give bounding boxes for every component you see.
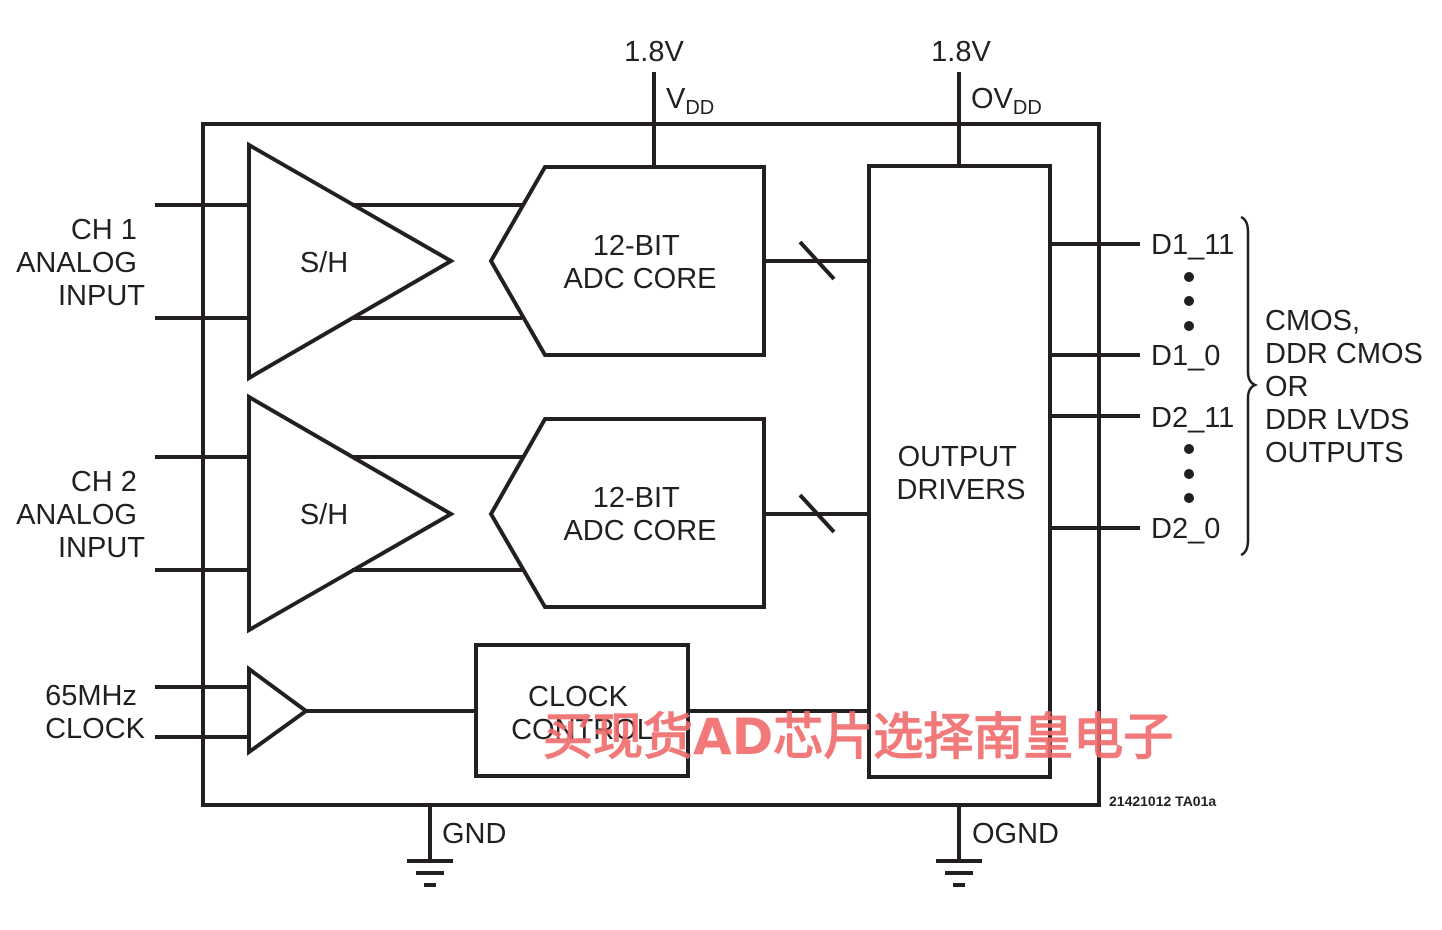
adc1-label-line: ADC CORE bbox=[563, 263, 716, 295]
ch1-label-line: ANALOG bbox=[16, 247, 137, 279]
ch2-label: CH 2 ANALOG INPUT bbox=[16, 466, 145, 564]
adc1-label-line: 12-BIT bbox=[593, 230, 680, 262]
vdd-label-main: V bbox=[666, 83, 686, 115]
outputs-description-line: CMOS, bbox=[1265, 305, 1360, 337]
adc1-core bbox=[488, 165, 766, 357]
sh2-label: S/H bbox=[300, 499, 348, 531]
ovdd-label-main: OV bbox=[971, 83, 1014, 115]
figure-code: 21421012 TA01a bbox=[1109, 793, 1216, 809]
chip-outline bbox=[201, 122, 1101, 807]
d2-continuation-dot bbox=[1184, 493, 1194, 503]
ovdd-label-sub: DD bbox=[1013, 97, 1042, 119]
d1-0-label: D1_0 bbox=[1151, 340, 1220, 372]
output-drivers-block bbox=[867, 164, 1052, 779]
adc1-bus-slash bbox=[798, 240, 836, 281]
ognd-label: OGND bbox=[972, 818, 1059, 850]
ch2-label-line: INPUT bbox=[58, 532, 145, 564]
clock-control-label-line: CONTROL bbox=[511, 714, 653, 746]
d1-continuation-dot bbox=[1184, 321, 1194, 331]
ch2-label-line: CH 2 bbox=[71, 466, 137, 498]
d1-continuation-dot bbox=[1184, 272, 1194, 282]
output-drivers-label: OUTPUT DRIVERS bbox=[897, 441, 1026, 506]
outputs-description: CMOS, DDR CMOS OR DDR LVDS OUTPUTS bbox=[1265, 305, 1431, 469]
ovdd-voltage: 1.8V bbox=[931, 36, 991, 68]
adc1-label: 12-BIT ADC CORE bbox=[563, 230, 716, 295]
clock-control-label-line: CLOCK bbox=[528, 681, 629, 713]
vdd-label-sub: DD bbox=[685, 97, 714, 119]
vdd-label: VDD bbox=[666, 83, 714, 119]
output-drivers-label-line: OUTPUT bbox=[898, 441, 1018, 473]
outputs-description-line: OR bbox=[1265, 371, 1309, 403]
outputs-brace bbox=[1240, 215, 1259, 557]
outputs-description-line: OUTPUTS bbox=[1265, 437, 1404, 469]
adc2-label-line: 12-BIT bbox=[593, 482, 680, 514]
clock-buffer bbox=[247, 665, 310, 756]
d2-continuation-dot bbox=[1184, 444, 1194, 454]
gnd-label: GND bbox=[442, 818, 506, 850]
ovdd-label: OVDD bbox=[971, 83, 1042, 119]
adc2-label-line: ADC CORE bbox=[563, 515, 716, 547]
d2-11-label: D2_11 bbox=[1151, 402, 1234, 434]
adc2-label: 12-BIT ADC CORE bbox=[563, 482, 716, 547]
outputs-description-line: DDR LVDS bbox=[1265, 404, 1410, 436]
ch2-label-line: ANALOG bbox=[16, 499, 137, 531]
ch1-label-line: INPUT bbox=[58, 280, 145, 312]
clock-label-line: 65MHz bbox=[45, 680, 137, 712]
clock-label: 65MHz CLOCK bbox=[45, 680, 146, 745]
output-drivers-label-line: DRIVERS bbox=[897, 474, 1026, 506]
sh1-label: S/H bbox=[300, 247, 348, 279]
watermark-text: 买现货AD芯片选择南皇电子 bbox=[543, 708, 1173, 766]
sh1-amplifier bbox=[247, 141, 456, 382]
clock-control-block bbox=[474, 643, 690, 778]
sh2-amplifier bbox=[247, 393, 456, 634]
adc2-bus-slash bbox=[798, 493, 836, 534]
vdd-voltage: 1.8V bbox=[624, 36, 684, 68]
adc2-core bbox=[488, 417, 766, 609]
d2-continuation-dot bbox=[1184, 469, 1194, 479]
ch1-label: CH 1 ANALOG INPUT bbox=[16, 214, 145, 312]
d2-0-label: D2_0 bbox=[1151, 513, 1220, 545]
d1-11-label: D1_11 bbox=[1151, 229, 1234, 261]
outputs-description-line: DDR CMOS bbox=[1265, 338, 1423, 370]
clock-label-line: CLOCK bbox=[45, 713, 146, 745]
clock-control-label: CLOCK CONTROL bbox=[511, 681, 653, 746]
ch1-label-line: CH 1 bbox=[71, 214, 137, 246]
d1-continuation-dot bbox=[1184, 296, 1194, 306]
